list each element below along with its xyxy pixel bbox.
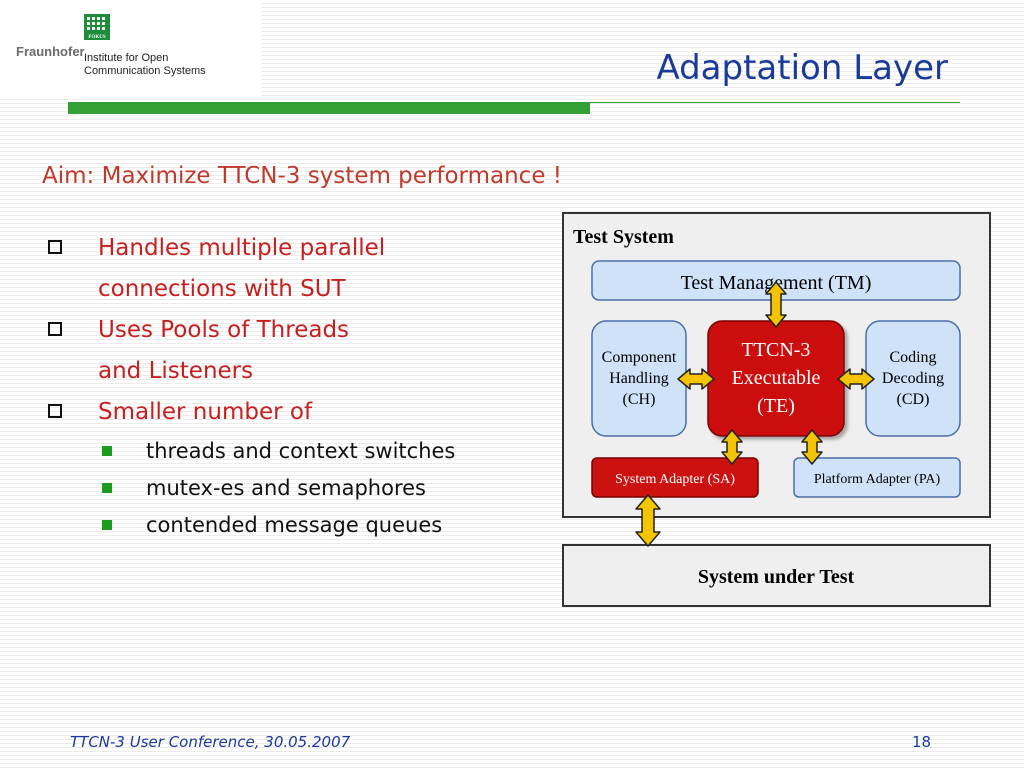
bullet-item: Smaller number of bbox=[46, 392, 566, 433]
sut-box bbox=[562, 544, 991, 607]
filled-square-bullet-icon bbox=[102, 483, 112, 493]
footer-conference: TTCN-3 User Conference, 30.05.2007 bbox=[70, 733, 351, 751]
double-arrow-icon bbox=[801, 429, 823, 465]
double-arrow-icon bbox=[677, 368, 715, 390]
logo-badge: FOKUS bbox=[88, 35, 105, 40]
logo-brand: Fraunhofer bbox=[16, 44, 85, 59]
sub-bullet-text: contended message queues bbox=[146, 513, 443, 537]
logo-institute-line1: Institute for Open bbox=[84, 52, 169, 64]
ch-label-line: Handling bbox=[609, 370, 669, 387]
double-arrow-icon bbox=[765, 281, 787, 328]
bullet-line: Smaller number of bbox=[98, 399, 313, 425]
cd-label-line: (CD) bbox=[897, 391, 930, 408]
hollow-square-bullet-icon bbox=[48, 322, 62, 336]
hollow-square-bullet-icon bbox=[48, 240, 62, 254]
logo-institute: Institute for Open Communication Systems bbox=[84, 52, 206, 78]
test-system-label: Test System bbox=[573, 226, 674, 248]
filled-square-bullet-icon bbox=[102, 446, 112, 456]
filled-square-bullet-icon bbox=[102, 520, 112, 530]
te-label-line: Executable bbox=[732, 367, 821, 389]
pa-label: Platform Adapter (PA) bbox=[814, 472, 941, 487]
te-label-line: (TE) bbox=[757, 395, 795, 417]
te-label-line: TTCN-3 bbox=[742, 339, 811, 361]
title-rule-thick bbox=[68, 102, 590, 114]
pa-box bbox=[793, 457, 961, 498]
cd-label-line: Coding bbox=[889, 349, 936, 366]
architecture-diagram: Test System Test Management (TM) Compone… bbox=[562, 212, 991, 607]
double-arrow-icon bbox=[721, 429, 743, 465]
aim-label: Aim: bbox=[42, 163, 95, 189]
title-rule-thin bbox=[590, 102, 960, 103]
cd-label-line: Decoding bbox=[882, 370, 944, 387]
aim-text: Maximize TTCN-3 system performance ! bbox=[101, 163, 563, 189]
logo-institute-line2: Communication Systems bbox=[84, 65, 206, 77]
sub-bullet-text: mutex-es and semaphores bbox=[146, 476, 426, 500]
bullet-item: Uses Pools of Threads and Listeners bbox=[46, 310, 566, 392]
aim-line: Aim: Maximize TTCN-3 system performance … bbox=[42, 163, 562, 189]
bullet-line: Uses Pools of Threads bbox=[98, 317, 350, 343]
bullet-line: connections with SUT bbox=[98, 276, 346, 302]
double-arrow-icon bbox=[837, 368, 875, 390]
sut-label: System under Test bbox=[698, 566, 855, 588]
double-arrow-icon bbox=[635, 494, 661, 547]
bullet-item: Handles multiple parallel connections wi… bbox=[46, 228, 566, 310]
bullet-line: Handles multiple parallel bbox=[98, 235, 386, 261]
footer-page-number: 18 bbox=[912, 733, 932, 751]
ch-label-line: Component bbox=[602, 349, 677, 366]
ch-label-line: (CH) bbox=[623, 391, 656, 408]
hollow-square-bullet-icon bbox=[48, 404, 62, 418]
bullet-line: and Listeners bbox=[98, 358, 254, 384]
sub-bullet-item: mutex-es and semaphores bbox=[46, 470, 566, 507]
sub-bullet-item: threads and context switches bbox=[46, 433, 566, 470]
bullet-list: Handles multiple parallel connections wi… bbox=[46, 228, 566, 544]
logo-block: FOKUS Fraunhofer Institute for Open Comm… bbox=[0, 0, 262, 96]
sub-bullet-text: threads and context switches bbox=[146, 439, 456, 463]
sa-label: System Adapter (SA) bbox=[615, 472, 735, 487]
sub-bullet-item: contended message queues bbox=[46, 507, 566, 544]
slide-title: Adaptation Layer bbox=[656, 48, 948, 88]
fokus-logo-icon: FOKUS bbox=[84, 14, 110, 40]
sa-box bbox=[591, 457, 759, 498]
